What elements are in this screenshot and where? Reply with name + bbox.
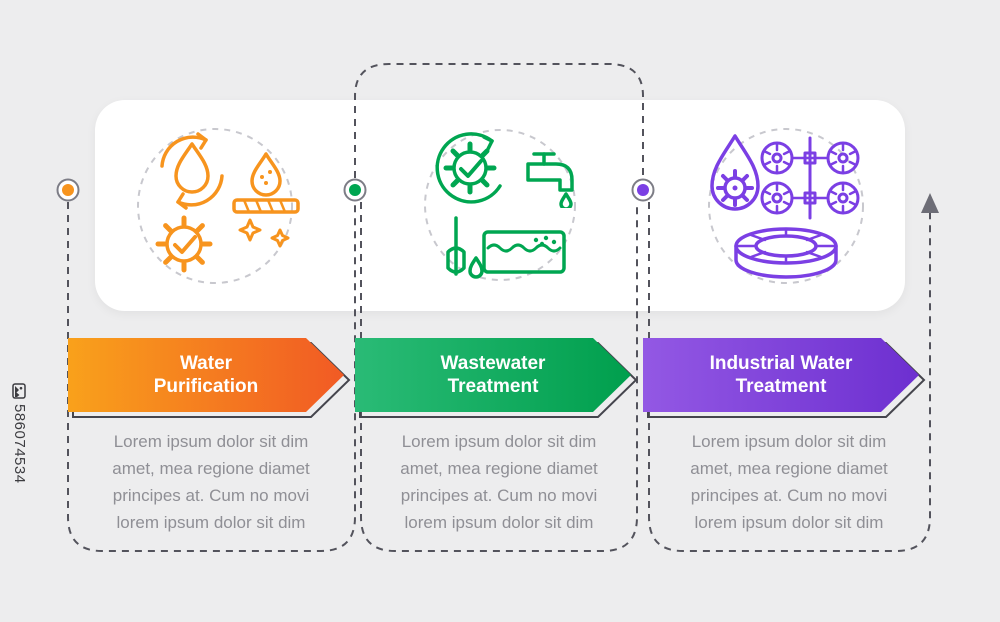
step1-description: Lorem ipsum dolor sit dim amet, mea regi… [80, 428, 342, 536]
flow-end-arrow-icon [921, 193, 939, 213]
drop-gear-icon [710, 134, 760, 211]
step3-desc-line: Lorem ipsum dolor sit dim [691, 432, 887, 451]
stock-watermark: 586074534 [11, 383, 28, 484]
dot-ring-1 [56, 178, 80, 202]
step1-title-line2: Purification [153, 376, 259, 397]
drop-recycle-icon [160, 132, 224, 210]
step2-description: Lorem ipsum dolor sit dim amet, mea regi… [368, 428, 630, 536]
step2-title-line1: Wastewater [440, 353, 546, 374]
step1-desc-line: lorem ipsum dolor sit dim [116, 513, 306, 532]
step1-title-line1: Water [179, 353, 233, 374]
step1-desc-line: principes at. Cum no movi [112, 486, 310, 505]
gear-check-icon [155, 215, 213, 273]
step1-desc-line: Lorem ipsum dolor sit dim [113, 432, 309, 451]
gear-refresh-icon [435, 132, 502, 204]
faucet-icon [526, 152, 574, 208]
step2-desc-line: principes at. Cum no movi [400, 486, 598, 505]
step3-desc-line: principes at. Cum no movi [690, 486, 888, 505]
step3-desc-line: amet, mea regione diamet [690, 459, 888, 478]
step1-title: Water Purification [68, 338, 344, 412]
step3-title-line1: Industrial Water [709, 353, 853, 374]
step3-title-line2: Treatment [735, 376, 827, 397]
step2-title: Wastewater Treatment [355, 338, 631, 412]
step2-desc-line: amet, mea regione diamet [400, 459, 598, 478]
step3-description: Lorem ipsum dolor sit dim amet, mea regi… [658, 428, 920, 536]
dot-step1 [62, 184, 74, 196]
treatment-basin-icon [446, 216, 566, 279]
membrane-filter-icon [760, 136, 860, 220]
step2-title-line2: Treatment [447, 376, 539, 397]
step1-desc-line: amet, mea regione diamet [112, 459, 310, 478]
clarifier-tank-icon [734, 227, 838, 279]
step3-desc-line: lorem ipsum dolor sit dim [694, 513, 884, 532]
stock-photo-icon [12, 383, 27, 399]
step2-desc-line: Lorem ipsum dolor sit dim [401, 432, 597, 451]
stock-id-text: 586074534 [11, 404, 28, 484]
step2-desc-line: lorem ipsum dolor sit dim [404, 513, 594, 532]
step3-title: Industrial Water Treatment [643, 338, 919, 412]
sediment-filter-icon [232, 152, 300, 248]
